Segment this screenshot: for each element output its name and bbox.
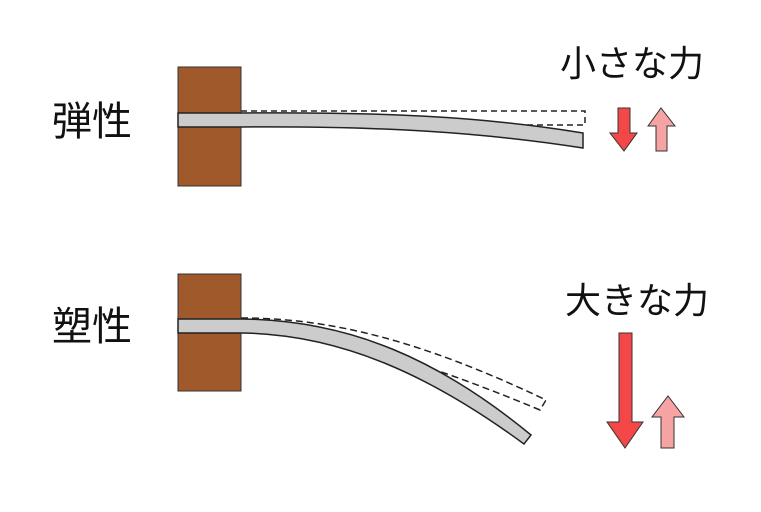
- elastic-panel: 弾性 小さな力: [52, 44, 704, 187]
- small-force-down-arrow: [608, 107, 638, 152]
- large-force-label: 大きな力: [565, 281, 709, 322]
- plastic-panel: 塑性 大きな力: [52, 273, 709, 449]
- small-reaction-up-arrow: [647, 107, 677, 152]
- elastic-bent-beam: [177, 112, 584, 149]
- large-reaction-up-arrow: [650, 395, 686, 449]
- small-force-label: 小さな力: [560, 44, 704, 85]
- plastic-label: 塑性: [52, 304, 132, 350]
- elastic-label: 弾性: [52, 99, 132, 145]
- plastic-bent-beam: [177, 318, 533, 446]
- large-force-down-arrow: [606, 332, 644, 449]
